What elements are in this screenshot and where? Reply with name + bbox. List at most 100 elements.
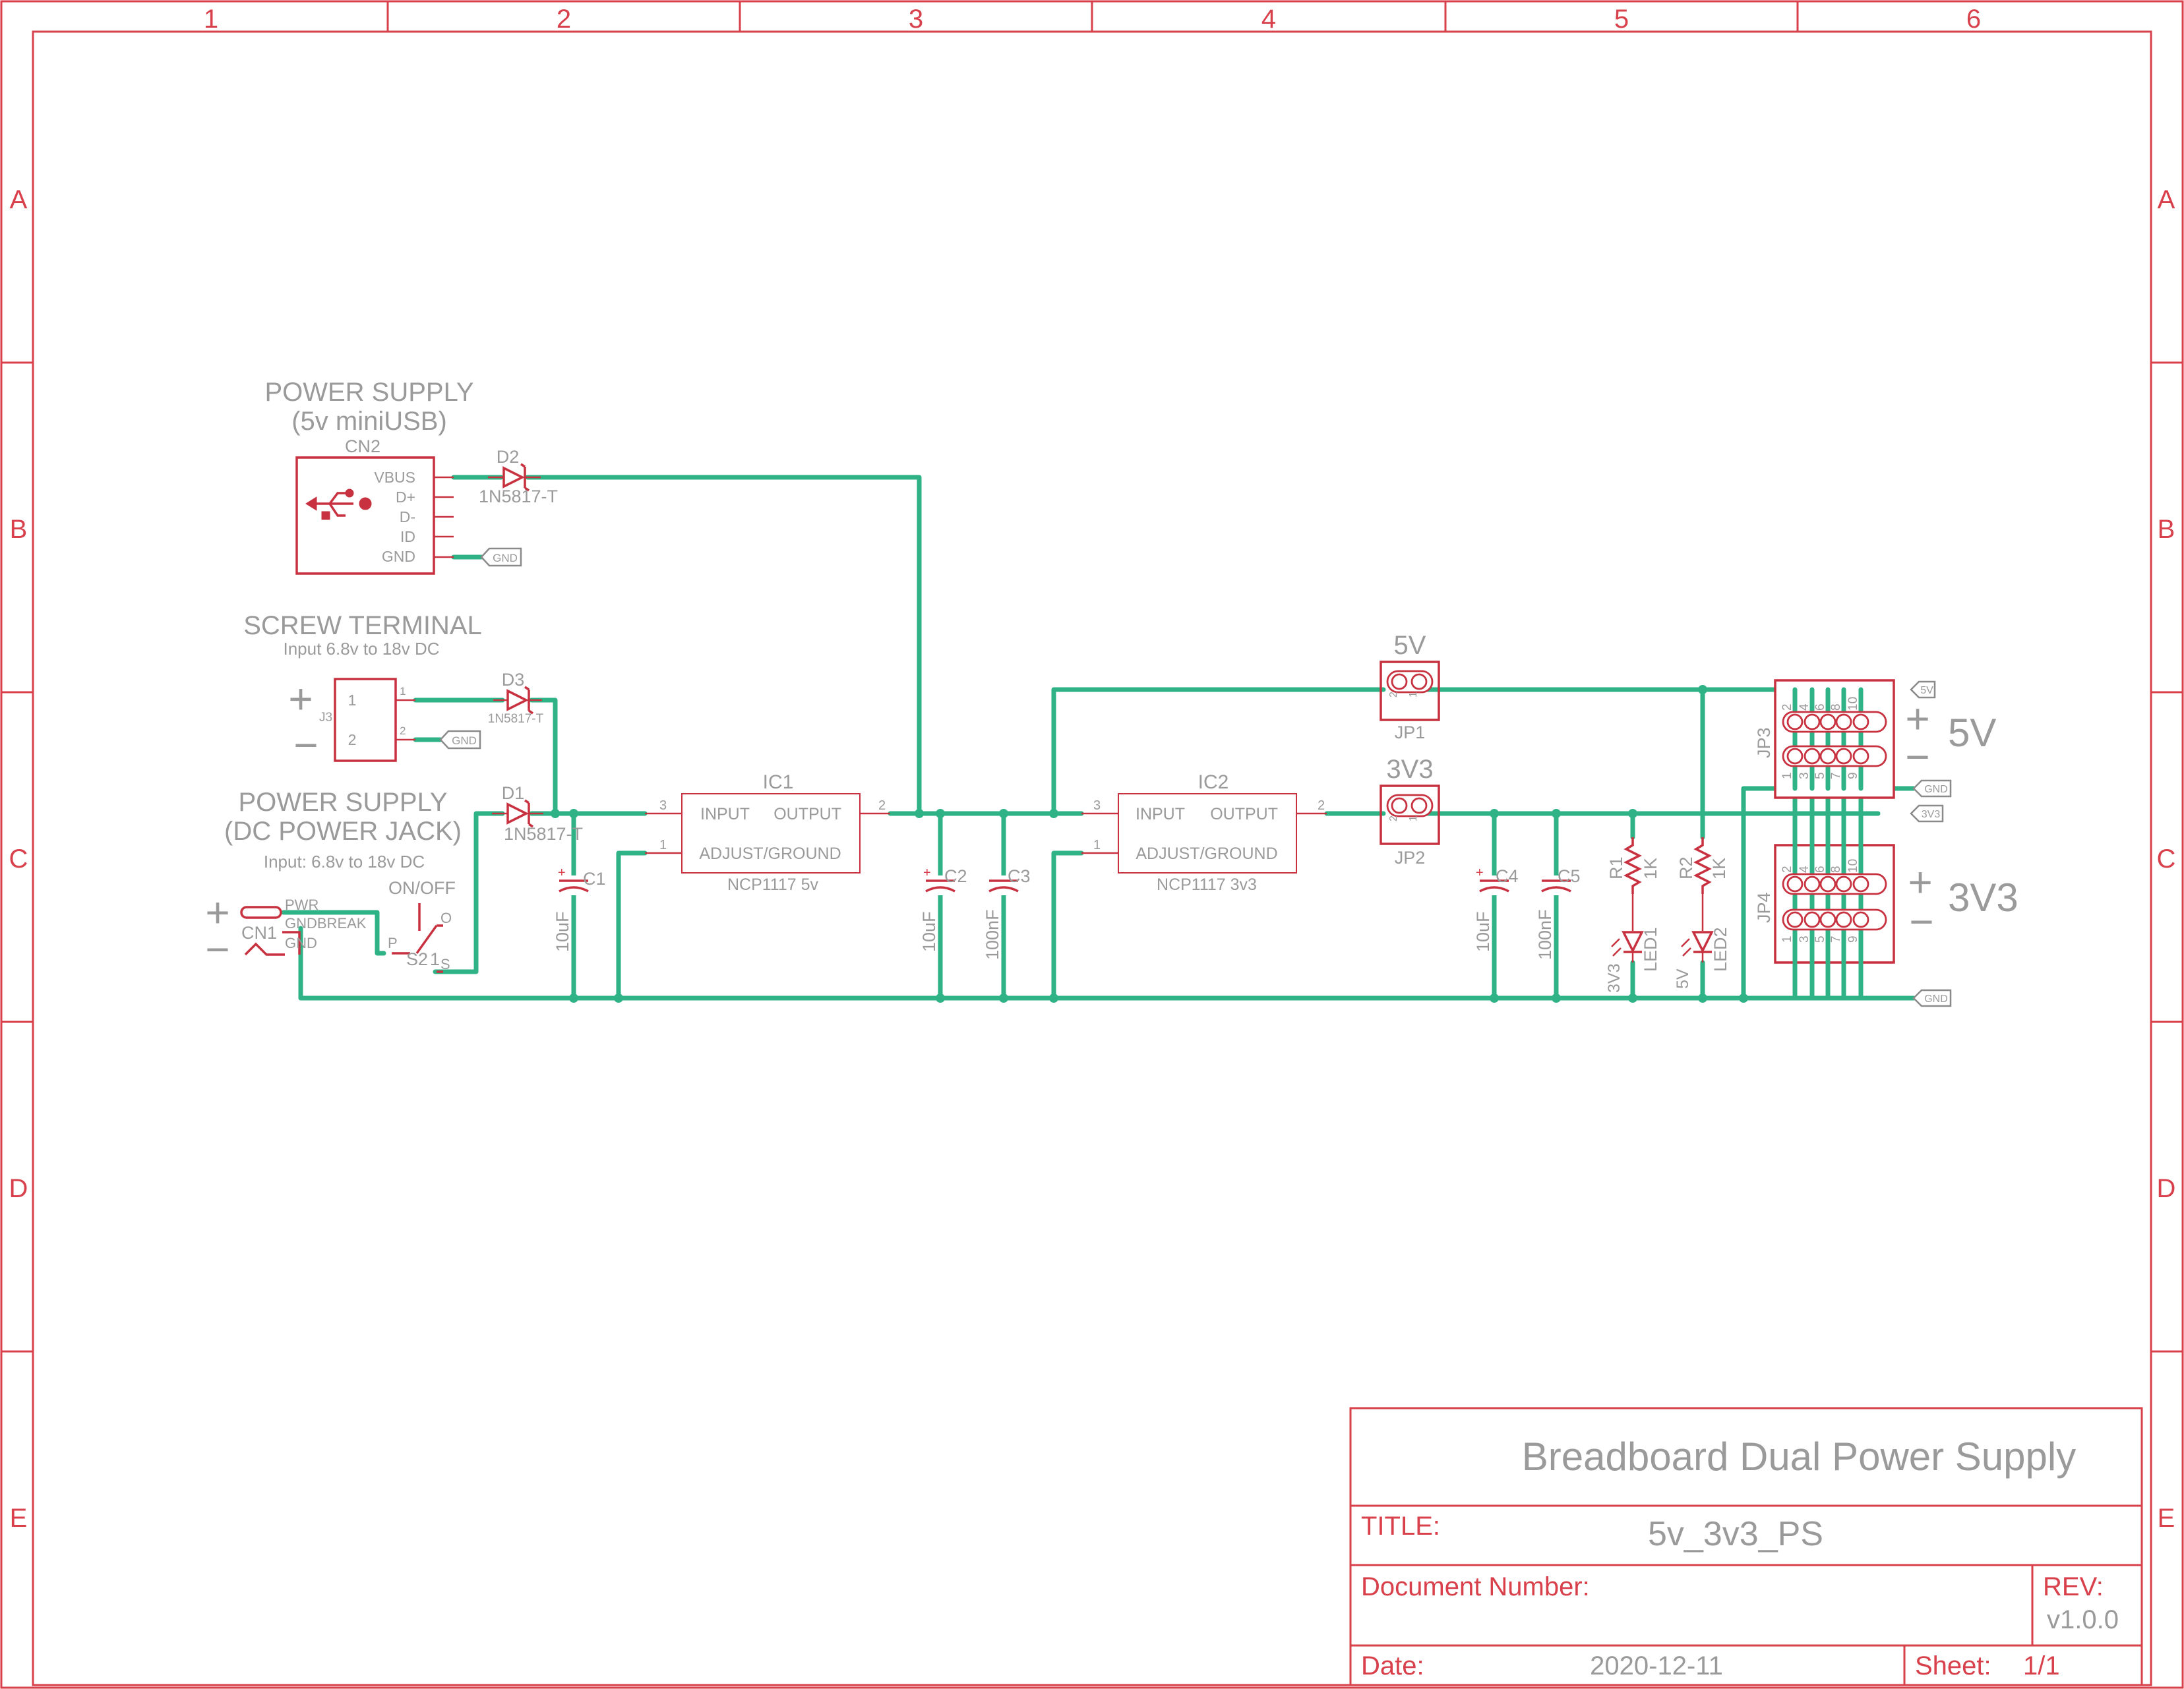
resistor-r1[interactable]: R1 1K: [1606, 837, 1660, 894]
net-label: 3V3: [1922, 809, 1941, 820]
part-value: 1N5817-T: [504, 824, 583, 844]
pin-number: 3: [1798, 935, 1811, 943]
resistor-r2[interactable]: R2 1K: [1676, 837, 1729, 894]
pin-label: D-: [400, 508, 415, 525]
pin-label: VBUS: [374, 469, 415, 486]
gnd-flag: GND: [439, 730, 481, 750]
part-ref: JP4: [1754, 892, 1774, 923]
part-ref: CN1: [241, 923, 277, 943]
part-ref: IC1: [763, 771, 794, 793]
section-subtitle: (DC POWER JACK): [224, 817, 462, 846]
header-jp3[interactable]: 2 4 6 8 10 1 3 5 7 9 JP3 + − 5V: [1754, 679, 1996, 799]
diode-d2[interactable]: D2 1N5817-T: [479, 447, 558, 506]
led-led2[interactable]: LED2 5V: [1674, 894, 1730, 989]
usb-connector-cn2[interactable]: CN2 VBUS D+ D- ID GND: [295, 436, 454, 575]
gnd-label: GND: [1924, 993, 1948, 1005]
minus-sign: −: [1909, 898, 1933, 945]
pin-number: 8: [1829, 866, 1843, 873]
sheet-label: Sheet:: [1915, 1651, 1991, 1680]
pin-number: 1: [1408, 692, 1419, 697]
section-title: POWER SUPPLY: [238, 788, 447, 817]
dc-jack-cn1[interactable]: CN1 PWR GNDBREAK GND + −: [205, 889, 366, 973]
column-label: 4: [1261, 5, 1276, 34]
switch-label: ON/OFF: [388, 878, 456, 898]
capacitor-c2[interactable]: + C2 10uF: [919, 866, 967, 952]
dc-jack-section: POWER SUPPLY (DC POWER JACK) Input: 6.8v…: [224, 788, 462, 872]
jumper-label: 5V: [1394, 631, 1426, 660]
pin-label: GND: [285, 935, 317, 951]
minus-sign: −: [205, 926, 229, 973]
pin-number: 3: [659, 798, 667, 813]
wire-ic1-adj: [616, 850, 648, 1001]
gnd-label: GND: [1924, 784, 1948, 795]
capacitor-c5[interactable]: C5 100nF: [1535, 866, 1581, 960]
part-ref: D3: [502, 670, 525, 690]
polarity-mark: +: [923, 866, 931, 880]
pin-number: 2: [1780, 703, 1794, 711]
net-flag-5v: 5V: [1910, 680, 1936, 699]
section-title: POWER SUPPLY: [264, 378, 473, 407]
jumper-jp1[interactable]: 5V JP1 2 1: [1380, 631, 1440, 742]
pin-number: 2: [1388, 692, 1399, 697]
pin-label: 1: [348, 692, 357, 709]
plus-sign: +: [1908, 858, 1932, 906]
part-ref: S2: [406, 949, 428, 969]
pin-name: ADJUST/GROUND: [1136, 844, 1277, 863]
wire-ic2-adj: [1051, 850, 1084, 1001]
row-label: E: [2158, 1504, 2175, 1533]
switch-pin-label: S: [440, 956, 450, 972]
pin-label: GND: [382, 548, 415, 565]
part-ref-suffix: 1: [430, 949, 440, 969]
part-ref: J3: [319, 711, 332, 725]
wires: [281, 475, 1916, 1001]
capacitor-c4[interactable]: + C4 10uF: [1473, 866, 1519, 952]
section-subtitle: (5v miniUSB): [291, 407, 447, 436]
part-value: 10uF: [1473, 911, 1493, 952]
column-labels: 1 2 3 4 5 6: [204, 5, 1981, 34]
part-ref: D2: [497, 447, 520, 467]
led-led1[interactable]: LED1 3V3: [1605, 894, 1660, 993]
rail-label: 5V: [1948, 711, 1996, 755]
pin-number: 9: [1846, 772, 1860, 779]
header-jp4[interactable]: 2 4 6 8 10 1 3 5 7 9 JP4 + − 3V3: [1754, 843, 2018, 965]
pin-number: 2: [1780, 866, 1794, 873]
switch-pin-label: O: [440, 910, 452, 926]
capacitor-c3[interactable]: C3 100nF: [983, 866, 1031, 960]
polarity-mark: +: [558, 866, 566, 880]
diode-d1[interactable]: D1 1N5817-T: [492, 783, 583, 844]
part-ref: C2: [944, 866, 967, 886]
pin-label: 2: [348, 731, 357, 748]
pin-number: 2: [878, 798, 886, 813]
capacitor-c1[interactable]: + C1 10uF: [553, 866, 606, 952]
column-label: 6: [1966, 5, 1981, 34]
pin-number: 1: [659, 838, 667, 852]
column-label: 1: [204, 5, 218, 34]
pin-number: 4: [1798, 703, 1811, 711]
net-flag-gnd: GND: [1912, 989, 1952, 1007]
regulator-ic1[interactable]: IC1 INPUT OUTPUT ADJUST/GROUND 3 1 2 NCP…: [645, 771, 890, 894]
part-ref: C3: [1008, 866, 1031, 886]
power-switch-s2[interactable]: ON/OFF P O S S2 1: [388, 878, 456, 973]
pin-label: D+: [396, 489, 415, 506]
part-value: 1K: [1641, 858, 1660, 879]
row-label: B: [2158, 515, 2175, 544]
part-ref: JP1: [1395, 723, 1426, 742]
section-title: SCREW TERMINAL: [243, 611, 482, 640]
jumper-jp2[interactable]: 3V3 JP2 2 1: [1380, 755, 1440, 868]
pin-number: 6: [1813, 866, 1827, 873]
net-label: 5V: [1920, 685, 1933, 696]
pin-number: 3: [1093, 798, 1101, 813]
part-ref: C4: [1496, 866, 1519, 886]
regulator-ic2[interactable]: IC2 INPUT OUTPUT ADJUST/GROUND 3 1 2 NCP…: [1081, 771, 1327, 894]
pin-number: 5: [1813, 935, 1827, 943]
pin-number: 4: [1798, 866, 1811, 873]
part-ref: LED1: [1641, 927, 1660, 972]
part-ref: C5: [1558, 866, 1581, 886]
diode-d3[interactable]: D3 1N5817-T: [488, 670, 544, 726]
part-ref: R2: [1676, 856, 1696, 879]
pin-number: 1: [1780, 935, 1794, 943]
title-value: 5v_3v3_PS: [1648, 1515, 1823, 1553]
title-label: TITLE:: [1361, 1512, 1440, 1541]
screw-terminal-j3[interactable]: J3 1 2 1 2 + −: [288, 675, 415, 769]
